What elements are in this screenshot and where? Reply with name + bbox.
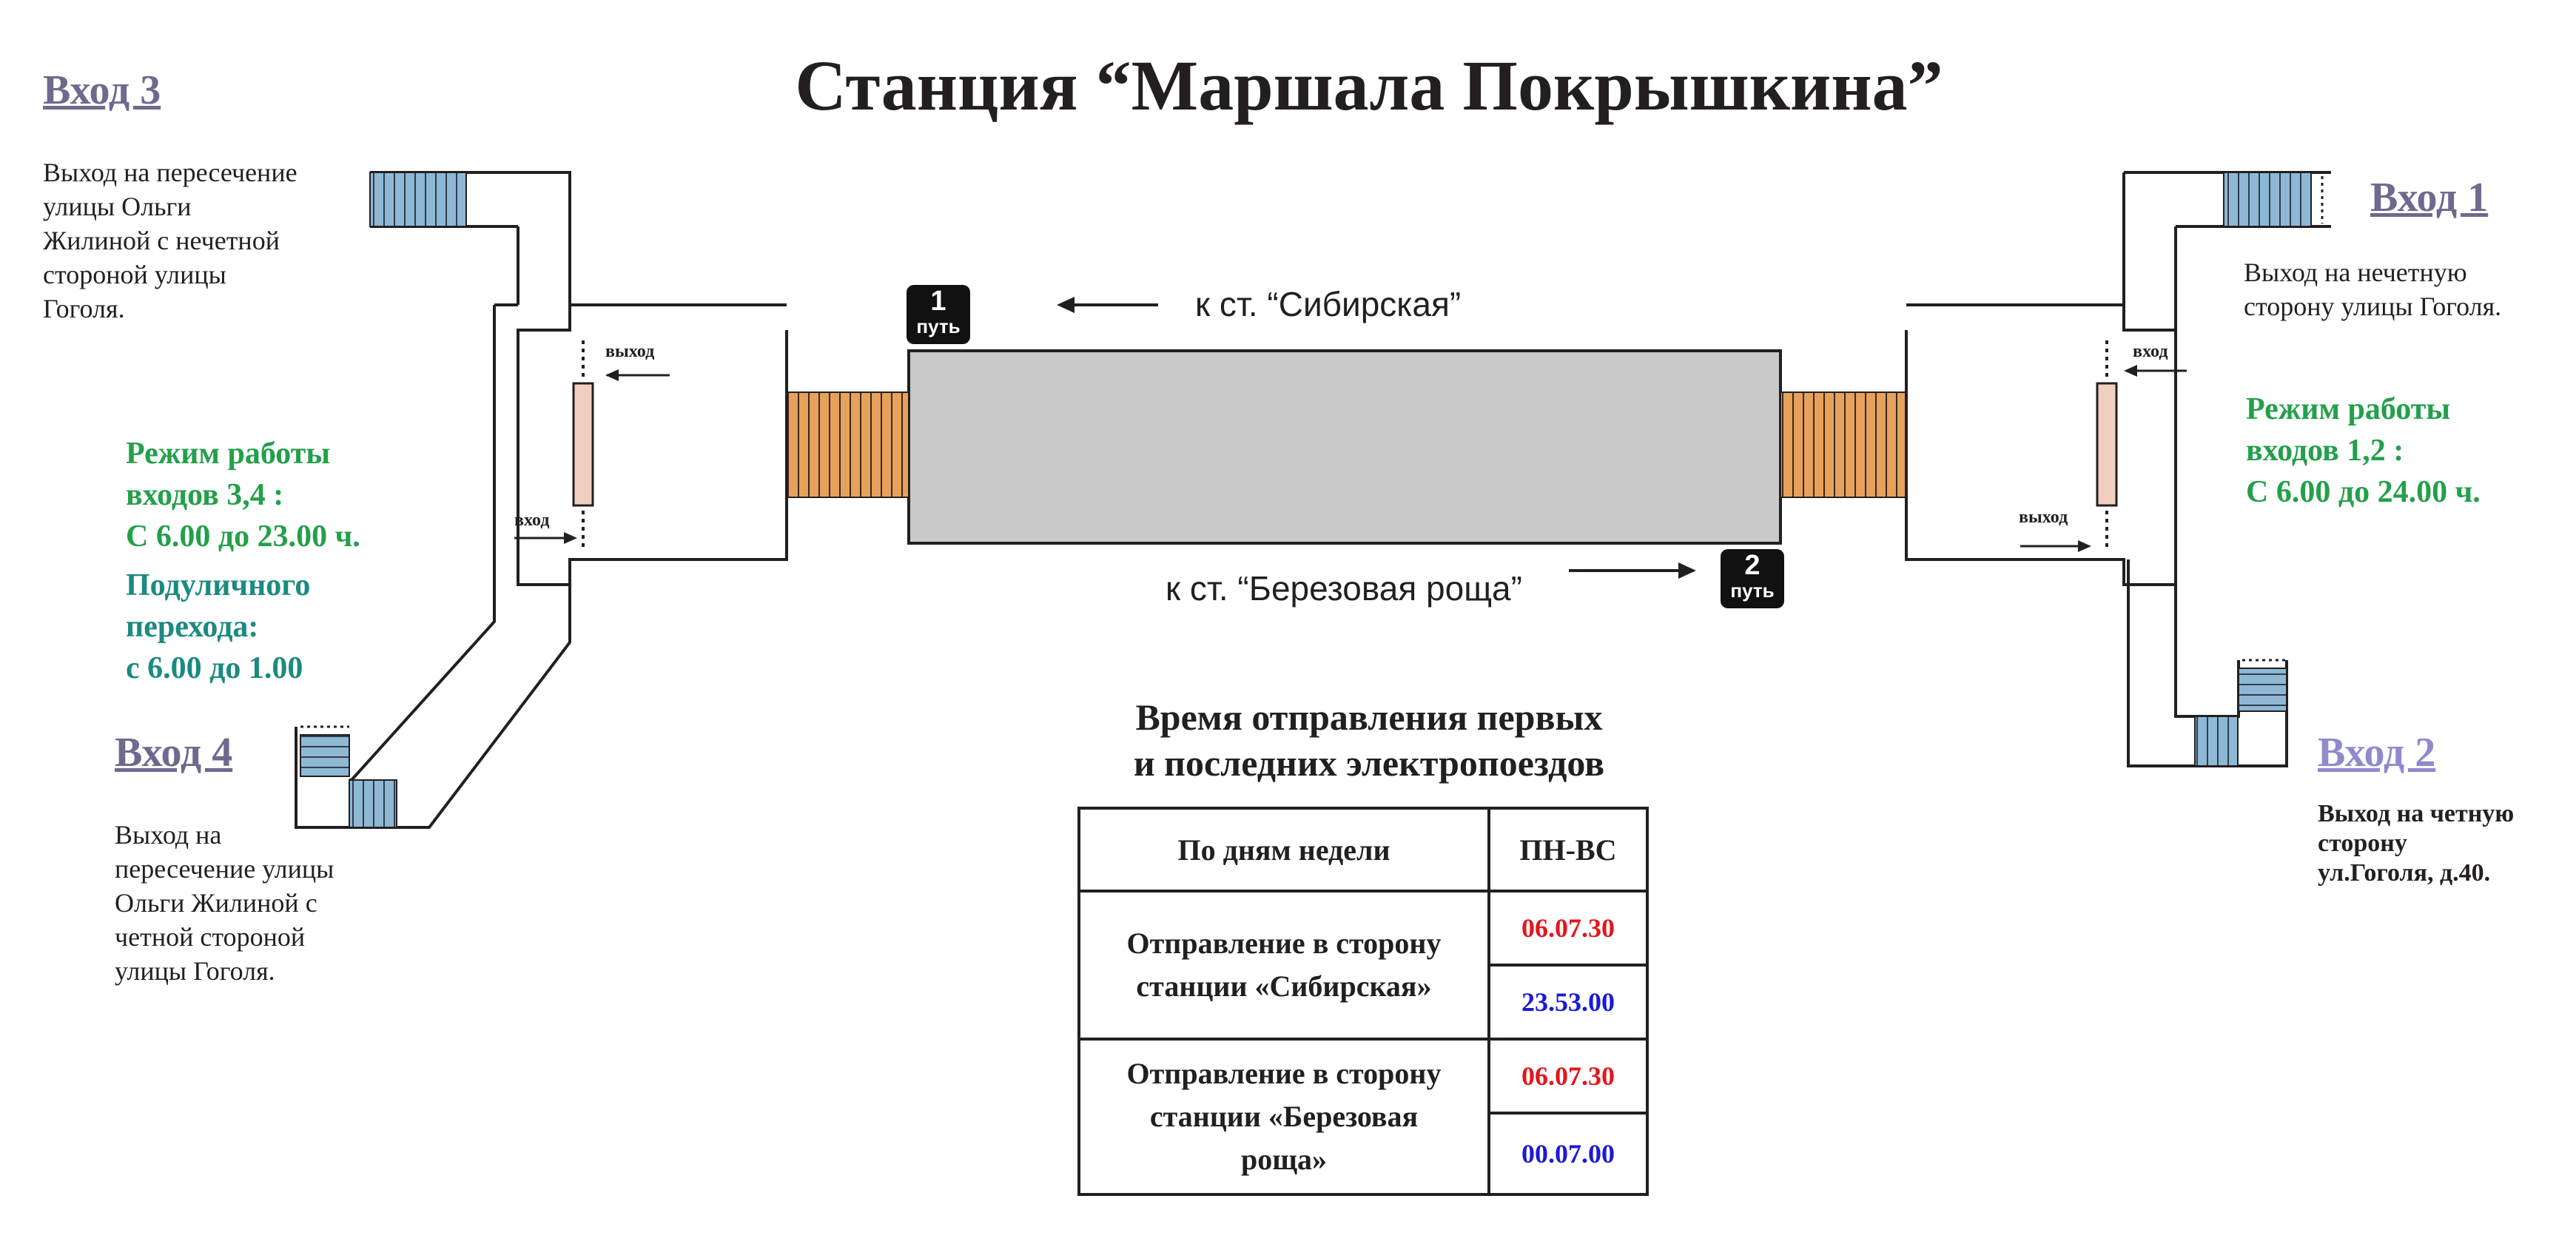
- turnstile-west: [572, 382, 594, 507]
- entrance-4-description: Выход на пересечение улицы Ольги Жилиной…: [115, 820, 334, 986]
- schedule-row: 23.53.00: [1079, 964, 1649, 1041]
- entrance-1-description: Выход на нечетную сторону улицы Гоголя.: [2244, 258, 2502, 321]
- schedule-row: 00.07.00: [1079, 1112, 1649, 1196]
- entrance-2-label[interactable]: Вход 2: [2318, 730, 2436, 776]
- stairs-entrance-2-b: [2194, 716, 2239, 767]
- schedule-header-days: По дням недели: [1077, 807, 1490, 893]
- page-title: Станция “Маршала Покрышкина”: [795, 46, 1943, 125]
- hours-entrances-1-2: Режим работы входов 1,2 : С 6.00 до 24.0…: [2246, 392, 2481, 509]
- entrance-4-label[interactable]: Вход 4: [115, 730, 233, 776]
- entrance-1-label[interactable]: Вход 1: [2370, 175, 2489, 221]
- schedule-row: Отправление в сторону станции «Сибирская…: [1077, 890, 1649, 1041]
- stairs-entrance-1: [2223, 172, 2312, 227]
- entrance-2-description: Выход на четную сторону ул.Гоголя, д.40.: [2318, 800, 2515, 887]
- east-entry-label: вход: [2133, 342, 2168, 361]
- track-2-number: 2: [1744, 550, 1761, 581]
- track-2-badge: 2 путь: [1721, 549, 1784, 608]
- west-entry-label: вход: [514, 511, 550, 530]
- schedule-last-train: 23.53.00: [1487, 964, 1649, 1041]
- hours-entrances-3-4: Режим работы входов 3,4 : С 6.00 до 23.0…: [126, 437, 360, 554]
- track-1-number: 1: [930, 286, 946, 317]
- entrance-3-description: Выход на пересечение улицы Ольги Жилиной…: [43, 158, 297, 323]
- track-2-word: путь: [1730, 579, 1775, 602]
- stairs-entrance-3: [369, 172, 467, 227]
- track-2-direction: к ст. “Березовая роща”: [1166, 569, 1522, 608]
- schedule-row: Отправление в сторону станции «Березовая…: [1077, 1038, 1649, 1196]
- schedule-first-train: 06.07.30: [1487, 1038, 1649, 1115]
- schedule-title: Время отправления первых и последних эле…: [1133, 696, 1605, 784]
- west-exit-label: выход: [605, 342, 655, 361]
- west-corridor-upper-inner: [494, 327, 518, 355]
- schedule-header-row: По дням недели ПН-ВС: [1077, 807, 1649, 893]
- schedule-first-train: 06.07.30: [1487, 890, 1649, 967]
- schedule-direction-siberian: Отправление в сторону станции «Сибирская…: [1077, 890, 1490, 1041]
- schedule-last-train: 00.07.00: [1487, 1112, 1649, 1196]
- hours-underpass: Подуличного переходa: с 6.00 до 1.00: [126, 568, 311, 685]
- schedule-header-week: ПН-ВС: [1487, 807, 1649, 893]
- turnstile-east: [2096, 382, 2118, 507]
- track-1-direction: к ст. “Сибирская”: [1195, 285, 1462, 323]
- stairs-west: [786, 391, 909, 498]
- schedule-table: По дням недели ПН-ВС Отправление в сторо…: [1077, 807, 1649, 1196]
- stairs-entrance-4-a: [349, 779, 397, 828]
- platform: [907, 349, 1782, 545]
- stairs-entrance-2-a: [2238, 668, 2287, 712]
- stairs-entrance-4-b: [300, 734, 350, 777]
- stairs-east: [1780, 391, 1907, 498]
- entrance-3-label[interactable]: Вход 3: [43, 67, 161, 113]
- track-1-word: путь: [916, 315, 961, 337]
- schedule-direction-berezovaya: Отправление в сторону станции «Березовая…: [1077, 1038, 1490, 1196]
- track-1-badge: 1 путь: [907, 285, 970, 344]
- east-exit-label: выход: [2019, 508, 2068, 527]
